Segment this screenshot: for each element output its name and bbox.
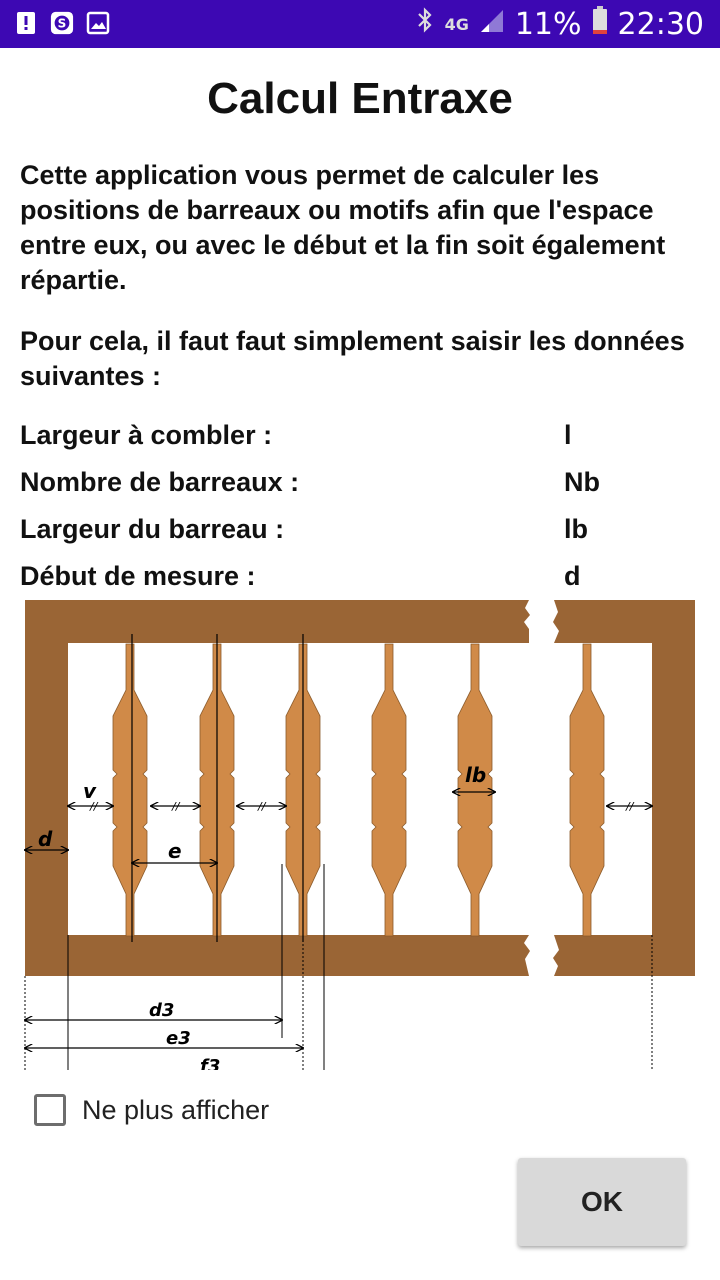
baluster	[457, 643, 493, 937]
svg-text:S: S	[58, 17, 67, 31]
field-label: Début de mesure :	[20, 561, 256, 591]
status-bar: S 4G 11% 22:30	[0, 0, 720, 48]
signal-icon	[479, 7, 505, 42]
frame-left	[25, 600, 530, 976]
baluster	[112, 643, 148, 937]
dont-show-again-checkbox[interactable]	[34, 1094, 66, 1126]
gap-mark: //	[89, 800, 99, 813]
frame-right	[553, 600, 695, 976]
field-label: Nombre de barreaux :	[20, 467, 300, 497]
field-row-count: Nombre de barreaux : Nb	[20, 467, 700, 503]
gap-mark: //	[171, 800, 181, 813]
field-row-width: Largeur à combler : l	[20, 420, 700, 456]
field-symbol: lb	[564, 514, 588, 544]
dialog-title: Calcul Entraxe	[207, 74, 513, 123]
dont-show-again-label[interactable]: Ne plus afficher	[82, 1094, 270, 1125]
dont-show-again-option[interactable]: Ne plus afficher	[34, 1094, 269, 1126]
intro-text: Cette application vous permet de calcule…	[20, 160, 666, 295]
gallery-icon	[86, 10, 110, 36]
alert-icon	[14, 10, 38, 36]
field-row-start: Début de mesure : d	[20, 561, 700, 597]
diagram-label-e: e	[168, 839, 182, 863]
diagram-label-lb: lb	[465, 763, 486, 787]
baluster	[569, 643, 605, 937]
instruction-text: Pour cela, il faut faut simplement saisi…	[20, 326, 685, 391]
field-symbol: l	[564, 420, 572, 450]
s-app-icon: S	[50, 10, 74, 36]
gap-mark: //	[625, 800, 635, 813]
diagram-label-e3: e3	[166, 1028, 191, 1049]
network-type: 4G	[444, 14, 469, 34]
battery-percent: 11%	[514, 6, 582, 42]
baluster-diagram: // // // // v d e lb d3 e3 f3	[18, 598, 702, 1070]
diagram-label-v: v	[83, 779, 97, 803]
baluster	[371, 643, 407, 937]
diagram-label-d: d	[38, 827, 53, 851]
gap-mark: //	[257, 800, 267, 813]
clock: 22:30	[617, 6, 704, 42]
diagram-label-f3: f3	[200, 1056, 220, 1070]
field-label: Largeur à combler :	[20, 420, 273, 450]
field-label: Largeur du barreau :	[20, 514, 285, 544]
bluetooth-icon	[415, 6, 435, 42]
battery-icon	[592, 6, 608, 42]
diagram-label-d3: d3	[149, 1000, 174, 1021]
field-symbol: Nb	[564, 467, 600, 497]
field-symbol: d	[564, 561, 581, 591]
field-row-bar-width: Largeur du barreau : lb	[20, 514, 700, 550]
ok-button[interactable]: OK	[518, 1158, 686, 1246]
